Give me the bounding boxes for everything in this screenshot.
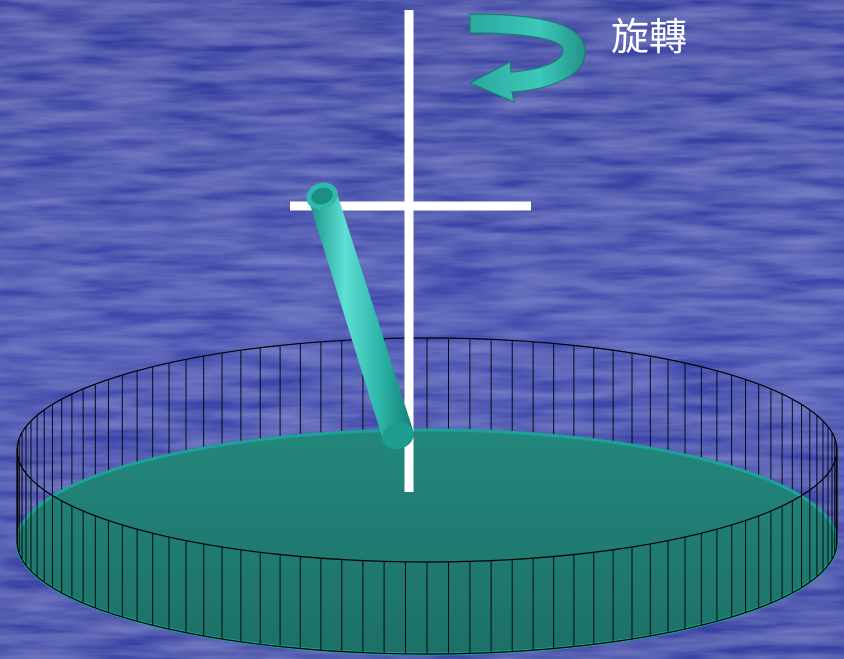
tank-top-rim-back <box>16 337 838 451</box>
rotation-arrow-icon <box>468 13 586 104</box>
rotation-label: 旋轉 <box>611 15 687 59</box>
tank-bottom-rim-front <box>16 541 838 655</box>
tank-top-rim-front <box>16 449 838 563</box>
tilted-cylinder <box>306 182 414 450</box>
tank-front-wall <box>16 449 838 655</box>
